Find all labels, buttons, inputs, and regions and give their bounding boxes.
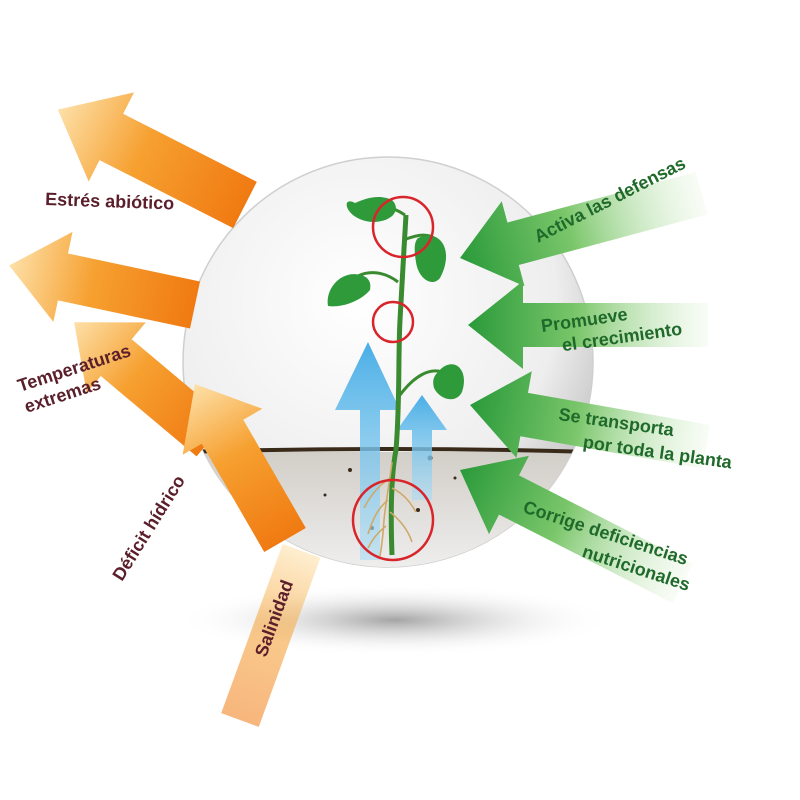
leaf (327, 274, 371, 307)
benefit-arrow-defenses (460, 172, 708, 287)
plant-stem (388, 214, 409, 556)
stress-arrow-abiotic (57, 92, 257, 229)
stress-label-abiotic: Estrés abiótico (45, 189, 175, 213)
highlight-circle-stem (371, 300, 415, 344)
leaf (433, 364, 464, 400)
stress-arrow-salinity (182, 384, 306, 552)
stress-arrow-temperatures (9, 231, 200, 329)
benefit-arrow-growth (468, 281, 708, 369)
benefit-arrow-nutrition (460, 455, 693, 604)
highlight-circle-apex (371, 195, 435, 259)
uptake-arrow-large (335, 342, 400, 560)
leaf (414, 235, 447, 283)
benefit-arrow-transport (470, 371, 711, 469)
stress-arrow-salinity-tail (221, 544, 321, 727)
highlight-circle-root (351, 478, 435, 562)
sphere-shadow (175, 584, 615, 656)
roots (363, 461, 417, 557)
uptake-arrow-small (397, 395, 447, 500)
stress-label-water: Déficit hídrico (108, 472, 189, 584)
